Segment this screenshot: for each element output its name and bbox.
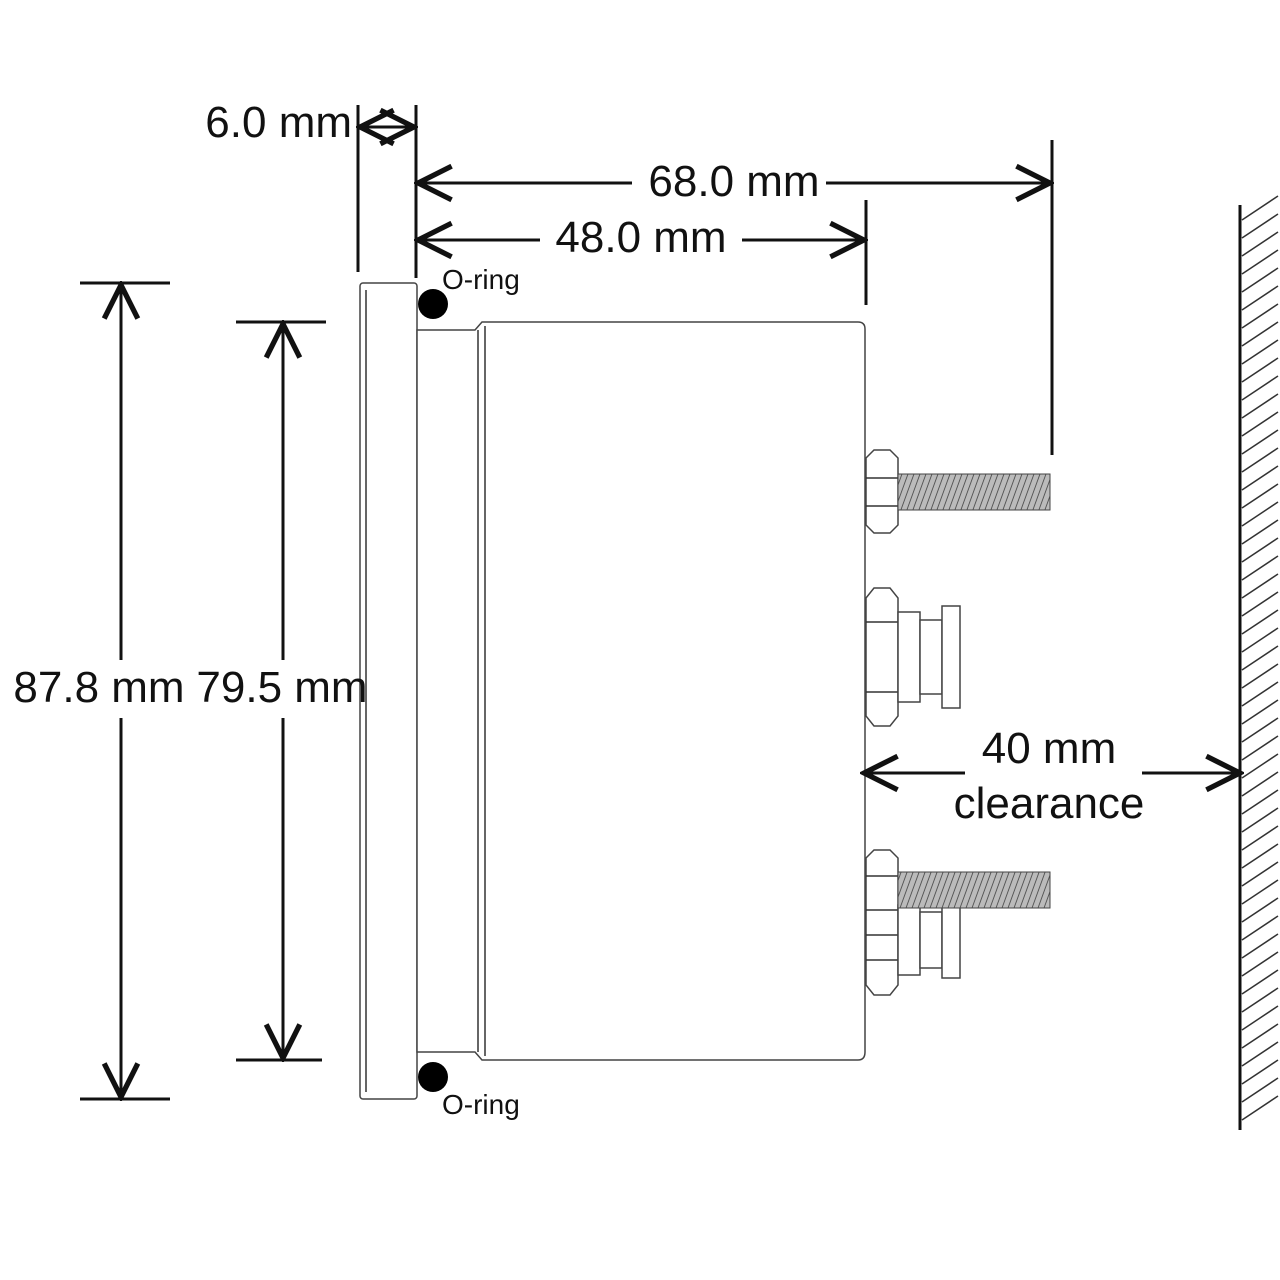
wall-hatch-line xyxy=(1241,195,1279,221)
wall xyxy=(1238,195,1279,1130)
wall-hatch-line xyxy=(1241,627,1279,653)
wall-hatch-line xyxy=(1241,969,1279,995)
wall-hatch-line xyxy=(1241,501,1279,527)
wall-hatch-line xyxy=(1241,249,1279,275)
oring-top-label: O-ring xyxy=(442,264,520,295)
wall-hatch-line xyxy=(1241,951,1279,977)
wall-hatch-line xyxy=(1241,753,1279,779)
dim-overall-depth: 68.0 mm xyxy=(418,140,1052,455)
wall-hatch-line xyxy=(1241,375,1279,401)
wall-hatch-line xyxy=(1241,807,1279,833)
wall-hatch-line xyxy=(1241,843,1279,869)
wall-hatch-line xyxy=(1241,411,1279,437)
wall-hatch-line xyxy=(1241,699,1279,725)
body-depth-label: 48.0 mm xyxy=(555,213,726,262)
wall-hatch-line xyxy=(1241,825,1279,851)
wall-hatch-line xyxy=(1241,1077,1279,1103)
wall-hatch-line xyxy=(1241,429,1279,455)
wall-hatch-line xyxy=(1241,555,1279,581)
wall-hatch-line xyxy=(1241,897,1279,923)
dim-bezel-diameter: 87.8 mm xyxy=(13,283,185,1099)
wall-hatch-line xyxy=(1241,393,1279,419)
wall-hatch-line xyxy=(1241,447,1279,473)
wall-hatch-line xyxy=(1241,681,1279,707)
overall-depth-label: 68.0 mm xyxy=(648,157,819,206)
clearance-label-line1: 40 mm xyxy=(982,724,1116,773)
gauge-body xyxy=(416,321,866,1061)
wall-hatch-line xyxy=(1241,789,1279,815)
wall-hatch-line xyxy=(1241,609,1279,635)
wall-hatch-line xyxy=(1241,213,1279,239)
wall-hatch-line xyxy=(1241,1005,1279,1031)
dim-bezel-thickness: 6.0 mm xyxy=(205,98,416,278)
dim-clearance: 40 mm clearance xyxy=(864,724,1240,828)
wall-hatch-line xyxy=(1241,861,1279,887)
top-stud xyxy=(865,449,1051,534)
bottom-stud xyxy=(865,849,1051,996)
wall-hatch-line xyxy=(1241,303,1279,329)
wall-hatch-line xyxy=(1241,735,1279,761)
wall-hatch-line xyxy=(1241,321,1279,347)
wall-hatch-line xyxy=(1241,1023,1279,1049)
wall-hatch-line xyxy=(1241,879,1279,905)
wall-hatch-line xyxy=(1241,771,1279,797)
wall-hatch-line xyxy=(1241,663,1279,689)
bezel xyxy=(359,282,418,1100)
body-diameter-label: 79.5 mm xyxy=(196,663,367,712)
wall-hatch-line xyxy=(1241,591,1279,617)
wall-hatch-line xyxy=(1241,573,1279,599)
clearance-label-line2: clearance xyxy=(954,779,1145,828)
bezel-thickness-label: 6.0 mm xyxy=(205,98,352,147)
wall-hatch-line xyxy=(1241,537,1279,563)
wall-hatch-line xyxy=(1241,933,1279,959)
wall-hatch-line xyxy=(1241,483,1279,509)
dim-body-diameter: 79.5 mm xyxy=(196,322,368,1060)
wall-hatch-line xyxy=(1241,339,1279,365)
oring-bottom-label: O-ring xyxy=(442,1089,520,1120)
wall-hatch-line xyxy=(1241,645,1279,671)
wall-hatch-line xyxy=(1241,231,1279,257)
wall-hatch-line xyxy=(1241,357,1279,383)
wall-hatch-line xyxy=(1241,267,1279,293)
wall-hatch-line xyxy=(1241,1041,1279,1067)
wall-hatch-line xyxy=(1241,465,1279,491)
bezel-diameter-label: 87.8 mm xyxy=(13,663,184,712)
middle-fitting xyxy=(865,587,961,727)
wall-hatch-line xyxy=(1241,285,1279,311)
wall-hatch-line xyxy=(1241,915,1279,941)
wall-hatch-line xyxy=(1241,987,1279,1013)
dim-body-depth: 48.0 mm xyxy=(418,200,866,305)
wall-hatch-line xyxy=(1241,1095,1279,1121)
wall-hatch-line xyxy=(1241,1059,1279,1085)
oring-top xyxy=(418,289,448,319)
oring-bottom xyxy=(418,1062,448,1092)
wall-hatch-line xyxy=(1241,717,1279,743)
wall-hatch-line xyxy=(1241,519,1279,545)
